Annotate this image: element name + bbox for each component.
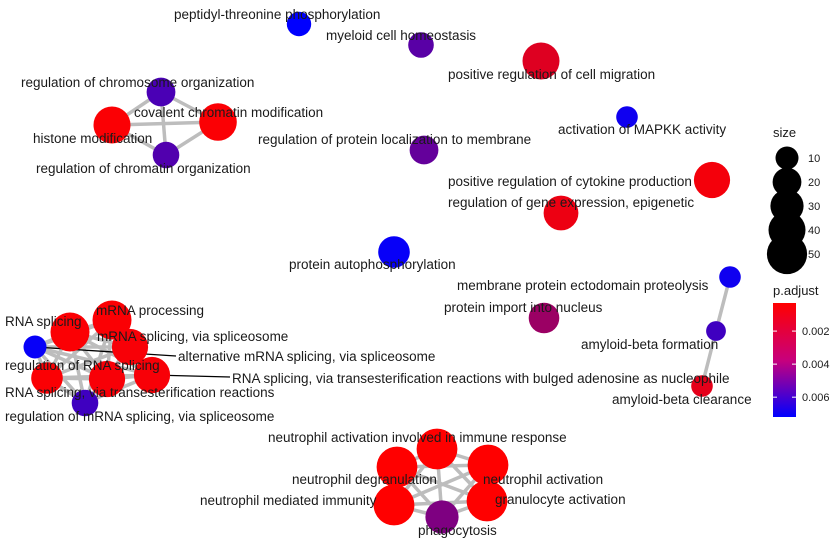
node-label: regulation of mRNA splicing, via spliceo… (5, 409, 274, 424)
size-legend-key (772, 167, 802, 197)
node-label: positive regulation of cytokine producti… (448, 174, 692, 189)
colorbar-tick-label: 0.002 (802, 326, 830, 338)
node-label: regulation of protein localization to me… (258, 132, 531, 147)
network-node (373, 484, 415, 526)
node-label: neutrophil mediated immunity (200, 493, 377, 508)
node-labels: peptidyl-threonine phosphorylation myeloi… (5, 7, 752, 538)
network-node (467, 444, 509, 486)
network-node (466, 480, 508, 522)
node-label: activation of MAPKK activity (558, 122, 726, 137)
size-legend-label: 10 (808, 153, 820, 165)
network-node (146, 77, 176, 107)
network-node (286, 11, 312, 37)
node-label: positive regulation of cell migration (448, 67, 655, 82)
network-edge (33, 345, 154, 377)
node-label: protein autophosphorylation (289, 257, 456, 272)
network-node (152, 141, 180, 169)
size-legend-label: 30 (808, 201, 820, 213)
network-nodes (23, 11, 741, 534)
network-node (616, 106, 638, 128)
network-node (111, 328, 149, 366)
node-label: peptidyl-threonine phosphorylation (174, 7, 380, 22)
node-label: regulation of chromosome organization (21, 75, 254, 90)
node-label: regulation of RNA splicing (5, 358, 160, 373)
network-node (409, 135, 439, 165)
colorbar-gradient (773, 303, 796, 417)
network-node (522, 42, 560, 80)
network-node (543, 195, 579, 231)
node-label: neutrophil degranulation (292, 472, 437, 487)
network-node (133, 356, 171, 394)
network-node (416, 428, 458, 470)
padjust-colorbar-legend: p.adjust 0.002 0.004 0.006 (773, 283, 830, 417)
node-label: protein import into nucleus (444, 300, 603, 315)
network-node (378, 236, 410, 268)
network-node (92, 300, 132, 340)
network-node (719, 266, 741, 288)
network-node (199, 103, 237, 141)
colorbar-tick-label: 0.006 (802, 392, 830, 404)
node-label: membrane protein ectodomain proteolysis (457, 278, 709, 293)
node-label: amyloid-beta clearance (612, 392, 752, 407)
size-legend-key (766, 233, 808, 275)
network-node (691, 375, 713, 397)
node-label: RNA splicing (5, 314, 82, 329)
label-leader-line (34, 346, 177, 357)
network-node (23, 335, 47, 359)
colorbar-tick-label: 0.004 (802, 359, 830, 371)
network-node (376, 446, 418, 488)
size-legend-label: 50 (808, 249, 820, 261)
size-legend-key (775, 146, 799, 170)
node-label: myeloid cell homeostasis (326, 28, 476, 43)
node-label: RNA splicing, via transesterification re… (5, 385, 275, 400)
node-label: neutrophil activation (483, 472, 603, 487)
network-node (528, 302, 560, 334)
network-node (408, 32, 434, 58)
network-node (88, 360, 126, 398)
network-node (693, 161, 731, 199)
network-node (93, 106, 131, 144)
node-label: granulocyte activation (495, 492, 626, 507)
node-label: RNA splicing, via transesterification re… (232, 371, 730, 386)
node-label: neutrophil activation involved in immune… (268, 430, 567, 445)
node-label: alternative mRNA splicing, via spliceoso… (178, 349, 435, 364)
node-label: regulation of gene expression, epigeneti… (448, 195, 694, 210)
network-node (706, 321, 726, 341)
size-legend: size 10 20 30 40 50 (766, 125, 820, 275)
node-label: mRNA processing (96, 303, 204, 318)
size-legend-label: 20 (808, 177, 820, 189)
network-node (31, 362, 63, 394)
node-label: covalent chromatin modification (134, 105, 323, 120)
colorbar-title: p.adjust (773, 283, 819, 298)
network-node (425, 500, 459, 534)
node-label: mRNA splicing, via spliceosome (97, 329, 288, 344)
size-legend-label: 40 (808, 225, 820, 237)
network-node (71, 389, 99, 417)
node-label: regulation of chromatin organization (36, 161, 251, 176)
node-label: phagocytosis (418, 523, 497, 538)
size-legend-title: size (773, 125, 796, 140)
network-node (50, 312, 90, 352)
node-label: histone modification (33, 131, 152, 146)
node-label: amyloid-beta formation (581, 337, 718, 352)
